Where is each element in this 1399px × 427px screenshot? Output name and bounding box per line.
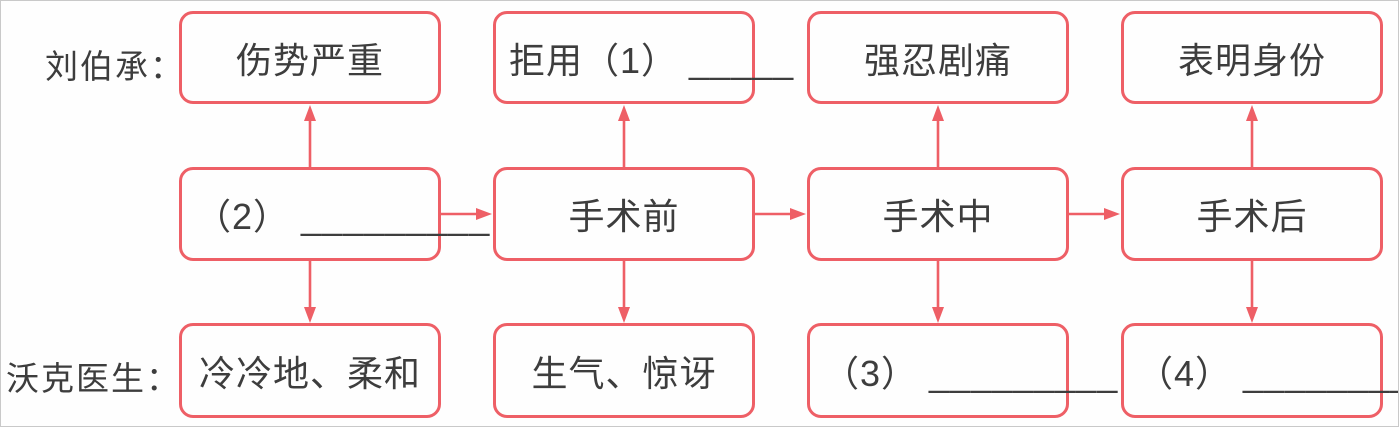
box-stage-blank-2: （2） _________ xyxy=(179,167,489,261)
box-walker-blank-3: （3） _________ xyxy=(807,323,1117,418)
label-liu-bocheng: 刘伯承： xyxy=(45,48,185,85)
box-walker-blank-4: （4） _________ xyxy=(1121,323,1398,418)
box-during-surgery: 手术中 xyxy=(807,167,1069,261)
box-reveal-identity: 表明身份 xyxy=(1121,11,1383,104)
box-endure-pain: 强忍剧痛 xyxy=(807,11,1069,104)
label-doctor-walker: 沃克医生： xyxy=(6,360,181,397)
box-angry-surprised: 生气、惊讶 xyxy=(493,323,755,418)
box-cold-gentle: 冷冷地、柔和 xyxy=(179,323,441,418)
box-after-surgery: 手术后 xyxy=(1121,167,1383,261)
box-severe-injury: 伤势严重 xyxy=(179,11,441,104)
box-before-surgery: 手术前 xyxy=(493,167,755,261)
box-refuse-blank-1: 拒用（1） _____ xyxy=(493,11,793,104)
